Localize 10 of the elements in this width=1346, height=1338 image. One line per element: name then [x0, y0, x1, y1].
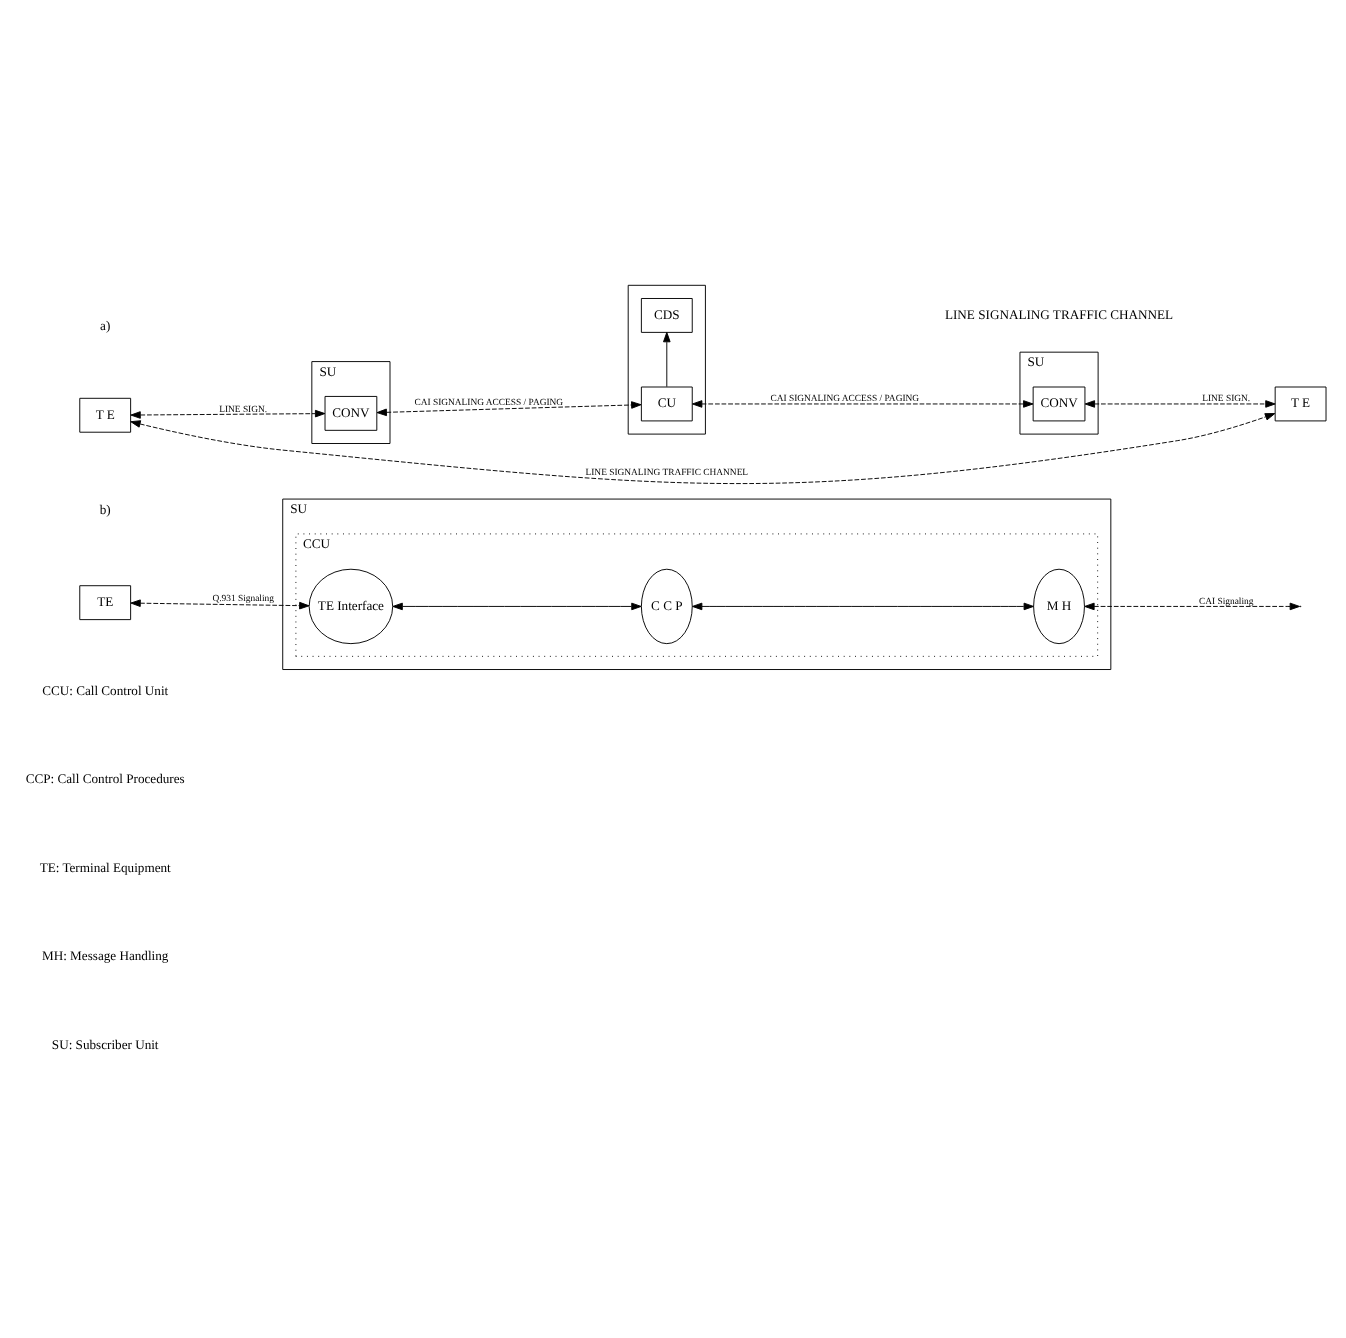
arrow: [130, 408, 326, 418]
arrow: [376, 400, 642, 416]
arrow: [130, 412, 1276, 484]
arrow: [692, 601, 1034, 610]
arrow: [1084, 601, 1300, 610]
arrow: [1084, 399, 1276, 407]
arrow: [663, 330, 671, 387]
arrow: [130, 598, 310, 609]
arrow: [392, 601, 642, 610]
arrow: [692, 399, 1034, 407]
